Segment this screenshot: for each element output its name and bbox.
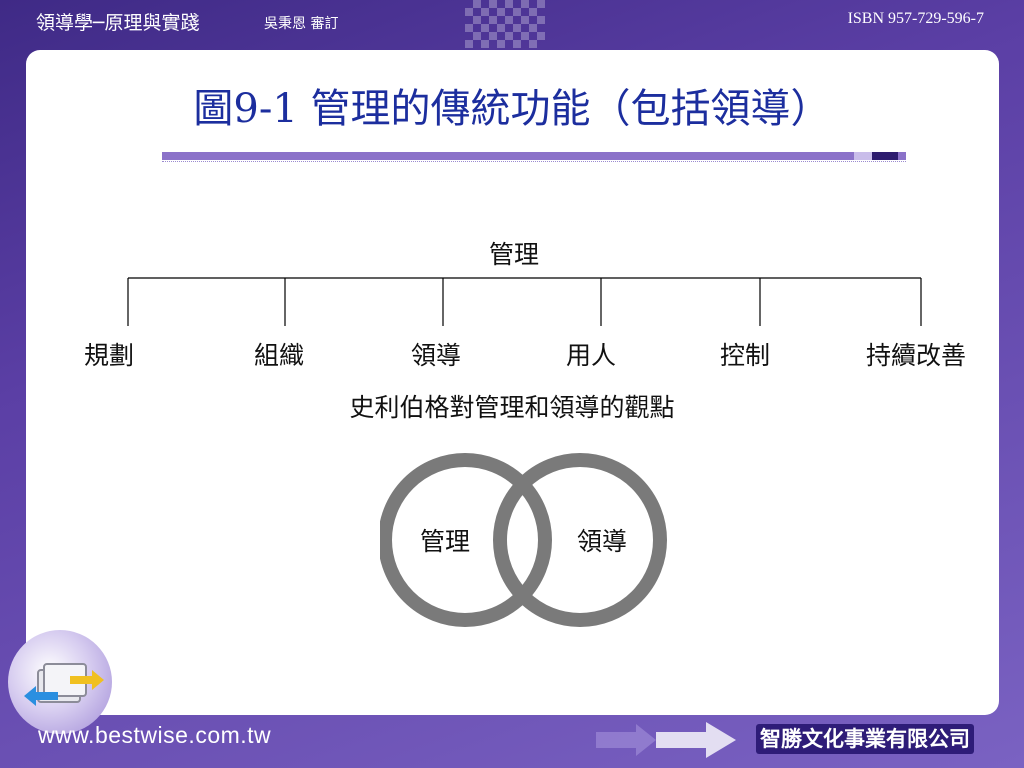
- author-credit: 吳秉恩 審訂: [264, 16, 339, 32]
- child-node-planning: 規劃: [84, 341, 135, 370]
- title-rule: [162, 152, 854, 160]
- child-node-organizing: 組織: [254, 341, 305, 370]
- book-title: 領導學─原理與實踐: [36, 12, 200, 34]
- slide-title: 圖9-1 管理的傳統功能（包括領導）: [193, 86, 831, 132]
- venn-label-management: 管理: [420, 527, 471, 556]
- child-node-improvement: 持續改善: [866, 341, 967, 370]
- website-url[interactable]: www.bestwise.com.tw: [38, 722, 272, 748]
- child-node-staffing: 用人: [566, 341, 617, 370]
- logo-disc: [8, 630, 112, 734]
- venn-diagram: [380, 453, 667, 627]
- title-rule-block: [854, 152, 872, 160]
- title-rule-block: [872, 152, 898, 160]
- child-node-controlling: 控制: [720, 341, 771, 370]
- diagram-caption: 史利伯格對管理和領導的觀點: [349, 393, 675, 422]
- venn-circle-leadership: [493, 453, 667, 627]
- double-arrow-icon: [596, 722, 736, 758]
- child-node-leading: 領導: [411, 341, 462, 370]
- company-name: 智勝文化事業有限公司: [756, 724, 974, 754]
- venn-circle-management: [380, 453, 552, 627]
- folder-arrow-icon: [24, 663, 104, 706]
- header-bar: 領導學─原理與實踐 吳秉恩 審訂 ISBN 957-729-596-7: [0, 0, 1024, 50]
- checker-decoration: [465, 0, 545, 48]
- venn-label-leadership: 領導: [577, 527, 628, 556]
- root-node: 管理: [489, 240, 540, 269]
- title-rule-block: [898, 152, 906, 160]
- isbn-label: ISBN 957-729-596-7: [847, 10, 984, 27]
- title-rule-dotted: [162, 161, 906, 162]
